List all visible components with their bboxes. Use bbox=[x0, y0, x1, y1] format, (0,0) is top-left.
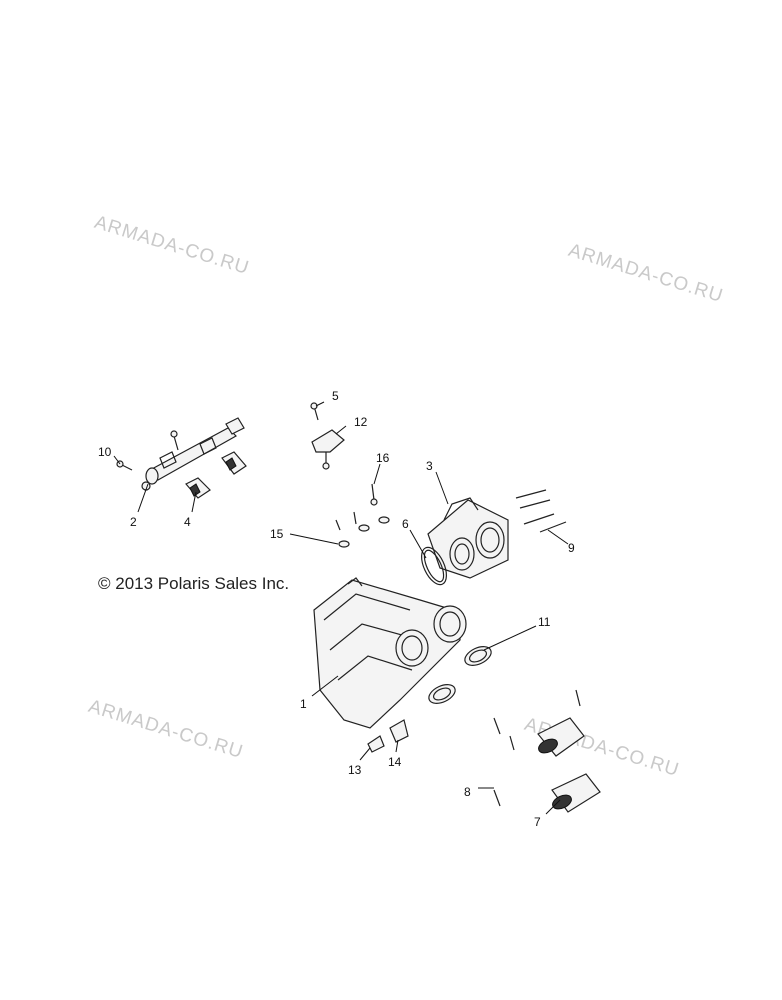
callout-5: 5 bbox=[332, 389, 339, 403]
leader-lines bbox=[113, 401, 569, 815]
intake-boot[interactable] bbox=[536, 717, 601, 813]
callout-14: 14 bbox=[388, 755, 402, 769]
callout-2: 2 bbox=[130, 515, 137, 529]
screw-set[interactable] bbox=[335, 511, 390, 548]
callout-12: 12 bbox=[354, 415, 368, 429]
callout-11: 11 bbox=[538, 615, 551, 629]
callout-9: 9 bbox=[568, 541, 575, 555]
fuel-injector[interactable] bbox=[185, 451, 247, 499]
callout-7: 7 bbox=[534, 815, 541, 829]
sensor[interactable] bbox=[311, 429, 345, 470]
clamp-ring[interactable] bbox=[426, 643, 494, 707]
callout-8: 8 bbox=[464, 785, 471, 799]
fitting[interactable] bbox=[389, 719, 409, 743]
callout-4: 4 bbox=[184, 515, 191, 529]
throttle-body[interactable] bbox=[427, 497, 509, 579]
fuel-rail[interactable] bbox=[141, 417, 245, 491]
pin[interactable] bbox=[370, 483, 378, 506]
intake-manifold[interactable] bbox=[313, 577, 467, 729]
callout-1: 1 bbox=[300, 697, 307, 711]
callout-16: 16 bbox=[376, 451, 390, 465]
callout-6: 6 bbox=[402, 517, 409, 531]
callout-3: 3 bbox=[426, 459, 433, 473]
bolt-set[interactable] bbox=[515, 489, 567, 533]
callout-10: 10 bbox=[98, 445, 112, 459]
o-ring[interactable] bbox=[416, 544, 451, 589]
hose[interactable] bbox=[367, 735, 385, 753]
callout-15: 15 bbox=[270, 527, 284, 541]
callout-13: 13 bbox=[348, 763, 362, 777]
copyright-notice: © 2013 Polaris Sales Inc. bbox=[98, 574, 290, 593]
bolt[interactable] bbox=[493, 689, 581, 807]
